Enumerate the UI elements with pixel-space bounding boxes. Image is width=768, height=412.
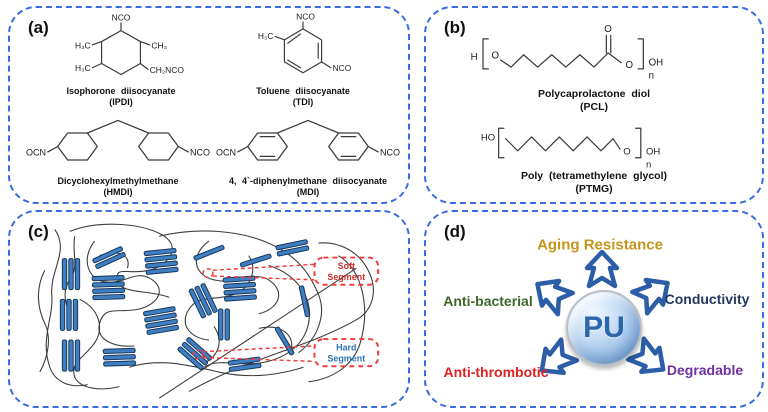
atom-ocn: OCN [26, 148, 46, 158]
property-degradable: Degradable [666, 362, 744, 378]
atom-ocn: OCN [216, 148, 236, 158]
molecule-hmdi: OCN NCO Dicyclohexylmethylmethane (HMDI) [22, 106, 214, 199]
panel-c-label: (c) [28, 222, 49, 241]
atom-oh: OH [649, 57, 664, 68]
atom-h: H [471, 52, 478, 63]
panel-c: (c) [8, 210, 410, 408]
ptmg-structure: HO O n OH [481, 127, 660, 170]
arrow-up-icon [587, 252, 617, 286]
atom-ch3: CH₃ [151, 40, 167, 50]
molecule-caption: Dicyclohexylmethylmethane (HMDI) [57, 176, 179, 198]
pu-sphere: PU [566, 290, 642, 366]
atom-o: O [623, 146, 630, 157]
property-aging-resistance: Aging Resistance [537, 236, 663, 254]
soft-segment-label-line1: Soft [338, 261, 355, 271]
atom-ho: HO [481, 132, 495, 143]
atom-nco: NCO [333, 63, 352, 73]
molecule-caption: Toluene diisocyanate (TDI) [256, 86, 350, 108]
arrow-upper-left-icon [529, 272, 574, 316]
mdi-structure: OCN NCO [216, 119, 400, 161]
panel-d: (d) PU Aging Resistance Anti-bacterial C… [424, 210, 764, 408]
molecule-pcl: H O O O n OH Polycaprolactone diol (PCL) [448, 16, 740, 114]
panel-d-label: (d) [444, 222, 466, 241]
molecule-caption: Poly (tetramethylene glycol) (PTMG) [520, 170, 668, 196]
atom-nco: NCO [296, 12, 315, 22]
panel-b: (b) H O O O n OH Polycaprolactone diol (… [424, 6, 764, 204]
molecule-ptmg: HO O n OH Poly (tetramethylene glycol) (… [454, 114, 734, 196]
pu-label: PU [583, 311, 625, 344]
property-conductivity: Conductivity [664, 291, 750, 307]
ipdi-structure: NCO H₃C H₃C CH₃ CH₂NCO [75, 12, 185, 76]
molecule-caption: Polycaprolactone diol (PCL) [537, 88, 651, 114]
atom-h3c: H₃C [258, 31, 274, 41]
molecule-caption: Isophorone diisocyanate (IPDI) [66, 86, 176, 108]
hard-segment-label-line1: Hard [336, 343, 356, 353]
atom-oh: OH [646, 146, 660, 157]
property-anti-thrombotic: Anti-thrombotic [443, 364, 549, 380]
property-anti-bacterial: Anti-bacterial [443, 293, 533, 309]
atom-n: n [646, 159, 651, 170]
atom-h3c: H₃C [75, 63, 91, 73]
atom-ch2nco: CH₂NCO [150, 65, 185, 75]
polymer-network-diagram: Soft Segment Hard Segment [37, 223, 380, 399]
hard-segment-callout: Hard Segment [192, 338, 380, 368]
tdi-structure: NCO H₃C NCO [258, 12, 352, 74]
atom-nco: NCO [190, 148, 210, 158]
panel-a-label: (a) [28, 18, 49, 37]
atom-h3c: H₃C [75, 40, 91, 50]
panel-a: (a) NCO H₃C H₃C CH₃ CH₂NCO Isophorone di… [8, 6, 410, 204]
hmdi-structure: OCN NCO [26, 119, 210, 161]
atom-o: O [625, 60, 633, 71]
molecule-tdi: NCO H₃C NCO Toluene diisocyanate (TDI) [228, 12, 378, 109]
atom-o: O [604, 24, 612, 35]
atom-nco: NCO [380, 148, 400, 158]
pcl-structure: H O O O n OH [471, 24, 664, 82]
atom-n: n [649, 71, 654, 82]
panel-b-label: (b) [444, 18, 466, 37]
soft-segment-callout: Soft Segment [202, 256, 380, 286]
soft-segment-label-line2: Segment [327, 272, 365, 282]
molecule-mdi: OCN NCO 4, 4`-diphenylmethane diisocyana… [212, 106, 404, 199]
atom-o: O [492, 50, 500, 61]
molecule-ipdi: NCO H₃C H₃C CH₃ CH₂NCO Isophorone diisoc… [46, 12, 196, 109]
hard-segment-label-line2: Segment [327, 353, 365, 363]
atom-nco: NCO [112, 12, 131, 22]
hard-segment-clusters [59, 238, 311, 373]
molecule-caption: 4, 4`-diphenylmethane diisocyanate (MDI) [228, 176, 388, 198]
